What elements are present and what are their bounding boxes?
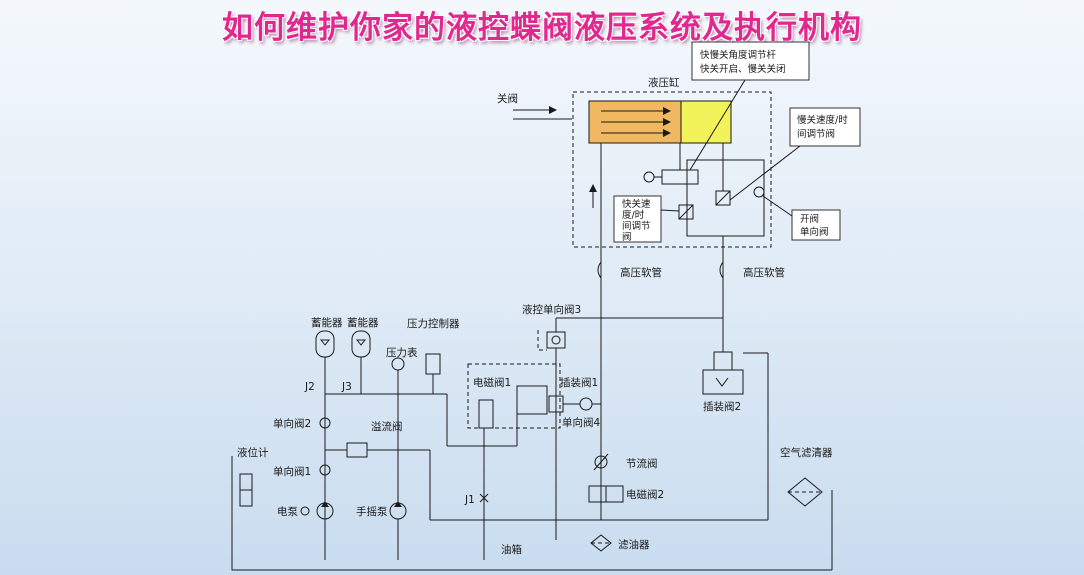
j1-valve-icon — [479, 493, 489, 503]
throttle-valve-label: 节流阀 — [626, 457, 658, 470]
j3-label: J3 — [341, 381, 352, 393]
solenoid-valve-2-label: 电磁阀2 — [626, 488, 664, 501]
lever-actuator-knob — [643, 171, 655, 183]
callout-lever-line-2: 快关开启、慢关关闭 — [700, 63, 786, 75]
solenoid-group-boundary — [467, 363, 561, 429]
callout-slow-line-2: 间调节阀 — [797, 128, 835, 140]
callout-fast-line-1: 快关速 — [622, 198, 651, 210]
callout-open-line-2: 单向阀 — [800, 226, 829, 238]
callout-slow-line-1: 慢关速度/时 — [797, 114, 848, 126]
callout-lever-line-1: 快慢关角度调节杆 — [700, 49, 777, 61]
cartridge-valve-2-label: 插装阀2 — [703, 400, 741, 413]
accumulator-2-icon — [351, 330, 371, 358]
callout-open-box — [791, 209, 841, 241]
cartridge-valve-1-label: 插装阀1 — [560, 376, 598, 389]
check-valve-4-label: 单向阀4 — [562, 416, 600, 429]
cylinder-assembly-boundary — [572, 91, 772, 248]
pressure-controller-icon — [425, 353, 441, 375]
callout-fast-box — [613, 195, 662, 243]
accumulator-1-label: 蓄能器 — [311, 316, 343, 329]
close-valve-label: 关阀 — [497, 92, 518, 105]
hose-right-label: 高压软管 — [743, 266, 785, 279]
relief-valve-label: 溢流阀 — [371, 420, 403, 433]
callout-fast-line-4: 阀 — [622, 231, 632, 243]
pressure-gauge-icon — [391, 357, 405, 371]
callout-slow-box — [789, 107, 861, 147]
callout-fast-line-2: 度/时 — [622, 209, 645, 221]
solenoid-valve-1-body — [516, 385, 548, 415]
air-filter-icon — [787, 477, 823, 507]
oil-tank-outline — [231, 456, 832, 571]
hand-pump-label: 手摇泵 — [356, 505, 388, 518]
callout-fast-line-3: 间调节 — [622, 220, 651, 232]
lever-actuator — [661, 169, 699, 185]
pilot-check-valve-3-label: 液控单向阀3 — [522, 303, 581, 316]
fast-close-throttle-icon — [678, 204, 694, 220]
oil-filter-icon — [590, 534, 612, 552]
pressure-controller-label: 压力控制器 — [407, 317, 460, 330]
page-title: 如何维护你家的液控蝶阀液压系统及执行机构 — [222, 10, 862, 46]
pilot-check-valve-3-icon — [546, 331, 566, 349]
check-valve-1-label: 单向阀1 — [273, 465, 311, 478]
check-valve-2-label: 单向阀2 — [273, 417, 311, 430]
level-gauge-label: 液位计 — [237, 446, 269, 459]
cylinder-label: 液压缸 — [648, 76, 680, 89]
oil-tank-label: 油箱 — [501, 543, 522, 556]
pressure-gauge-label: 压力表 — [386, 346, 418, 359]
cylinder-barrel-right — [680, 100, 732, 144]
motor-icon — [300, 506, 310, 516]
valve-block — [686, 159, 765, 237]
relief-valve-icon — [346, 442, 368, 458]
oil-filter-label: 滤油器 — [618, 538, 650, 551]
callout-lever-box — [691, 41, 810, 81]
hose-left-label: 高压软管 — [620, 266, 662, 279]
accumulator-1-icon — [315, 330, 335, 358]
solenoid-valve-1-label: 电磁阀1 — [473, 376, 511, 389]
throttle-valve-icon — [594, 455, 608, 469]
hose-left-icon — [597, 261, 602, 279]
accumulator-2-label: 蓄能器 — [347, 316, 379, 329]
hose-right-icon — [719, 261, 724, 279]
air-filter-label: 空气滤清器 — [780, 446, 833, 459]
check-valve-2-icon — [319, 417, 331, 429]
check-valve-4-icon — [579, 397, 593, 411]
j1-label: J1 — [464, 494, 475, 506]
electric-pump-label: 电泵 — [277, 505, 298, 518]
callout-open-line-1: 开阀 — [800, 213, 819, 225]
open-check-valve-icon — [753, 186, 765, 198]
j2-label: J2 — [304, 381, 315, 393]
cartridge-valve-2-icon — [702, 369, 744, 395]
solenoid-valve-1-coil — [478, 399, 494, 429]
check-valve-1-icon — [319, 464, 331, 476]
